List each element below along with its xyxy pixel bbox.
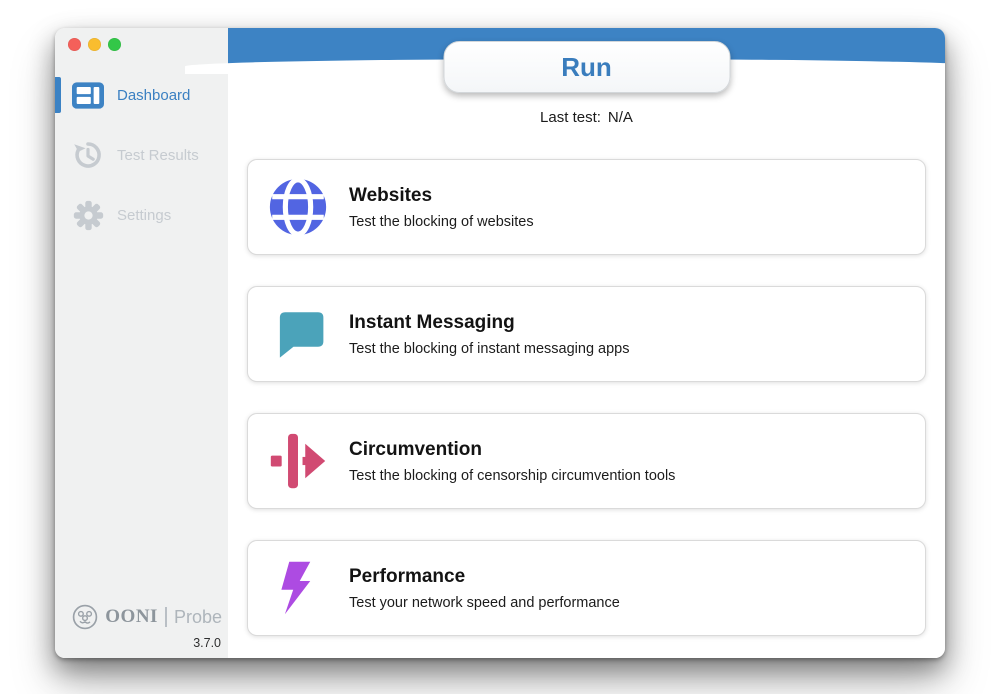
sidebar-item-label: Dashboard [117, 86, 191, 104]
sidebar-footer: OONI Probe 3.7.0 [72, 604, 222, 650]
sidebar-item-settings[interactable]: Settings [55, 195, 228, 235]
sidebar-item-label: Settings [117, 206, 172, 224]
chat-bubble-icon [268, 304, 328, 364]
globe-icon [268, 177, 328, 237]
run-button[interactable]: Run [443, 41, 730, 93]
traffic-lights [68, 38, 121, 51]
card-subtitle: Test the blocking of instant messaging a… [349, 340, 630, 357]
sidebar: Dashboard Test Results [55, 28, 228, 658]
version-label: 3.7.0 [193, 636, 221, 650]
card-text: Websites Test the blocking of websites [349, 185, 534, 230]
sidebar-nav: Dashboard Test Results [55, 75, 228, 255]
zoom-button[interactable] [108, 38, 121, 51]
dashboard-icon [71, 79, 105, 111]
main-content: Run Last test: N/A [184, 28, 945, 658]
active-indicator [55, 77, 61, 113]
card-title: Performance [349, 565, 466, 587]
card-title: Instant Messaging [349, 311, 515, 333]
card-instant-messaging[interactable]: Instant Messaging Test the blocking of i… [247, 286, 926, 382]
last-test-value: N/A [607, 109, 633, 126]
sidebar-item-dashboard[interactable]: Dashboard [55, 75, 228, 115]
card-subtitle: Test the blocking of websites [349, 213, 534, 230]
last-test-label: Last test: [540, 109, 601, 126]
circumvention-icon [268, 431, 328, 491]
brand-divider [164, 607, 167, 627]
card-websites[interactable]: Websites Test the blocking of websites [247, 159, 926, 255]
card-title: Websites [349, 184, 433, 206]
test-cards: Websites Test the blocking of websites I… [247, 159, 926, 636]
gear-icon [71, 199, 105, 231]
card-subtitle: Test the blocking of censorship circumve… [349, 467, 676, 484]
ooni-logo-icon [72, 604, 98, 630]
sidebar-item-test-results[interactable]: Test Results [55, 135, 228, 175]
lightning-icon [268, 558, 328, 618]
card-title: Circumvention [349, 438, 483, 460]
card-performance[interactable]: Performance Test your network speed and … [247, 540, 926, 636]
app-window: Dashboard Test Results [55, 28, 945, 658]
product-name: Probe [173, 606, 222, 627]
card-text: Instant Messaging Test the blocking of i… [349, 312, 630, 357]
brand-name: OONI [105, 606, 158, 627]
last-test-status: Last test: N/A [228, 109, 945, 126]
card-circumvention[interactable]: Circumvention Test the blocking of censo… [247, 413, 926, 509]
minimize-button[interactable] [88, 38, 101, 51]
card-subtitle: Test your network speed and performance [349, 594, 620, 611]
card-text: Performance Test your network speed and … [349, 566, 620, 611]
card-text: Circumvention Test the blocking of censo… [349, 439, 675, 484]
history-icon [71, 139, 105, 171]
close-button[interactable] [68, 38, 81, 51]
sidebar-item-label: Test Results [117, 146, 199, 164]
brand-logo: OONI Probe [72, 604, 222, 630]
